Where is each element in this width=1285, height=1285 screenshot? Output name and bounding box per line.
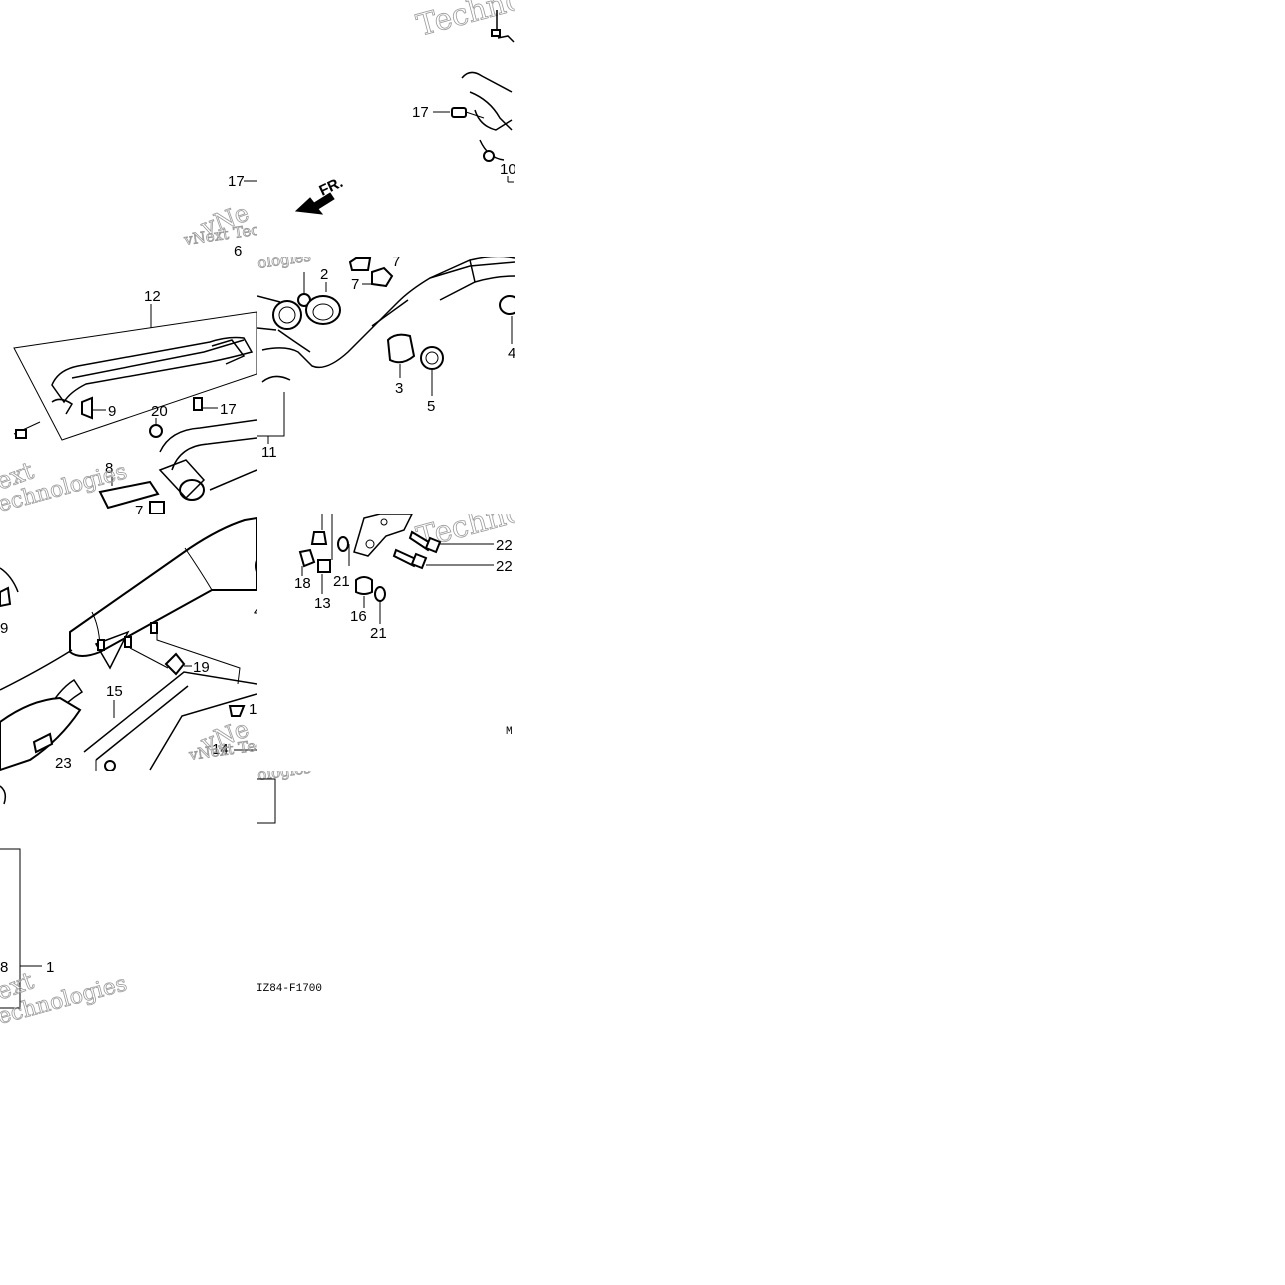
muffler-bracket <box>94 630 130 670</box>
tile-top-left: 17 vNext Tec vNe 6 <box>182 173 257 260</box>
callout-3: 3 <box>395 380 403 397</box>
washer-icon <box>483 150 495 162</box>
callout-22: 22 <box>496 558 513 575</box>
callout-9: 9 <box>108 403 116 420</box>
callout-17: 17 <box>228 173 245 190</box>
nut-icon <box>298 548 316 568</box>
nut-icon <box>104 760 116 771</box>
tile-top-right-bracket: Techno 17 10 <box>412 0 517 183</box>
nut-icon <box>371 266 394 288</box>
callout-6: 6 <box>234 243 242 260</box>
tile-bottom-left: 8 1 ext echnologies <box>0 785 130 1028</box>
washer-icon <box>374 586 386 602</box>
clip-icon <box>0 586 12 608</box>
bolt-icon <box>15 429 27 439</box>
seal-ring-3 <box>386 333 416 364</box>
front-arrow-label: FR. <box>317 174 346 200</box>
callout-21: 21 <box>370 625 387 642</box>
callout-5: 5 <box>427 398 435 415</box>
callout-7: 7 <box>351 276 359 293</box>
partial-code: M <box>506 726 513 738</box>
bolt-icon <box>310 531 328 545</box>
gasket-4 <box>255 558 257 574</box>
callout-21: 21 <box>333 573 350 590</box>
heat-shield-outline <box>13 311 257 441</box>
muffler-lower <box>0 696 82 771</box>
gasket-5 <box>420 346 444 370</box>
exhaust-port-gasket <box>272 300 302 330</box>
callout-4: 4 <box>508 345 516 362</box>
gasket-4 <box>499 295 515 315</box>
callout-9: 9 <box>0 620 8 637</box>
heat-shield-12 <box>51 336 254 404</box>
callout-1: 1 <box>46 959 54 976</box>
tile-exhaust-pipe: ologies vNe 2 7 7 3 5 4 11 <box>257 253 516 461</box>
callout-8: 8 <box>105 460 113 477</box>
bolt-icon <box>451 107 467 118</box>
callout-7: 7 <box>392 253 400 270</box>
clip-icon <box>81 396 93 420</box>
callout-18: 18 <box>294 575 311 592</box>
muffler-stay <box>353 514 413 557</box>
tile-heat-shield: 12 9 20 17 8 7 ext echnologies <box>0 288 257 520</box>
rubber-bushing-16 <box>355 576 373 595</box>
bolt-icon <box>228 705 246 717</box>
watermark-text: ologies <box>256 759 312 784</box>
heat-shield-8 <box>98 480 160 510</box>
nut-icon <box>491 29 501 37</box>
callout-10: 10 <box>500 161 517 178</box>
diagram-code: IZ84-F1700 <box>256 983 322 995</box>
bracket-icon <box>32 732 54 754</box>
tile-hardware: Techno 18 13 21 16 21 22 22 M <box>294 514 515 738</box>
callout-8: 8 <box>0 959 8 976</box>
callout-14: 14 <box>212 741 229 758</box>
bolt-icon <box>193 397 203 411</box>
nut-icon <box>164 652 186 676</box>
callout-7: 7 <box>135 503 143 520</box>
grommet-icon <box>149 424 163 438</box>
callout-22: 22 <box>496 537 513 554</box>
front-direction-arrow: FR. <box>294 174 346 215</box>
callout-19: 19 <box>193 659 210 676</box>
callout-1: 1 <box>249 701 257 718</box>
callout-23: 23 <box>55 755 72 772</box>
callout-13: 13 <box>314 595 331 612</box>
callout-17: 17 <box>220 401 237 418</box>
callout-4: 4 <box>254 603 262 620</box>
callout-16: 16 <box>350 608 367 625</box>
callout-15: 15 <box>106 683 123 700</box>
callout-2: 2 <box>320 266 328 283</box>
tile-muffler: 19 1 15 23 14 9 4 vNext Tec vNe <box>0 516 262 772</box>
muffler-body <box>69 516 257 657</box>
nut-icon <box>149 501 165 514</box>
callout-20: 20 <box>151 403 168 420</box>
callout-11: 11 <box>261 444 277 461</box>
callout-12: 12 <box>144 288 161 305</box>
clamp-icon <box>348 257 372 271</box>
callout-17: 17 <box>412 104 429 121</box>
washer-icon <box>337 536 349 552</box>
tile-bottom-middle: ologies IZ84-F1700 <box>256 759 322 995</box>
nut-icon <box>317 559 331 573</box>
